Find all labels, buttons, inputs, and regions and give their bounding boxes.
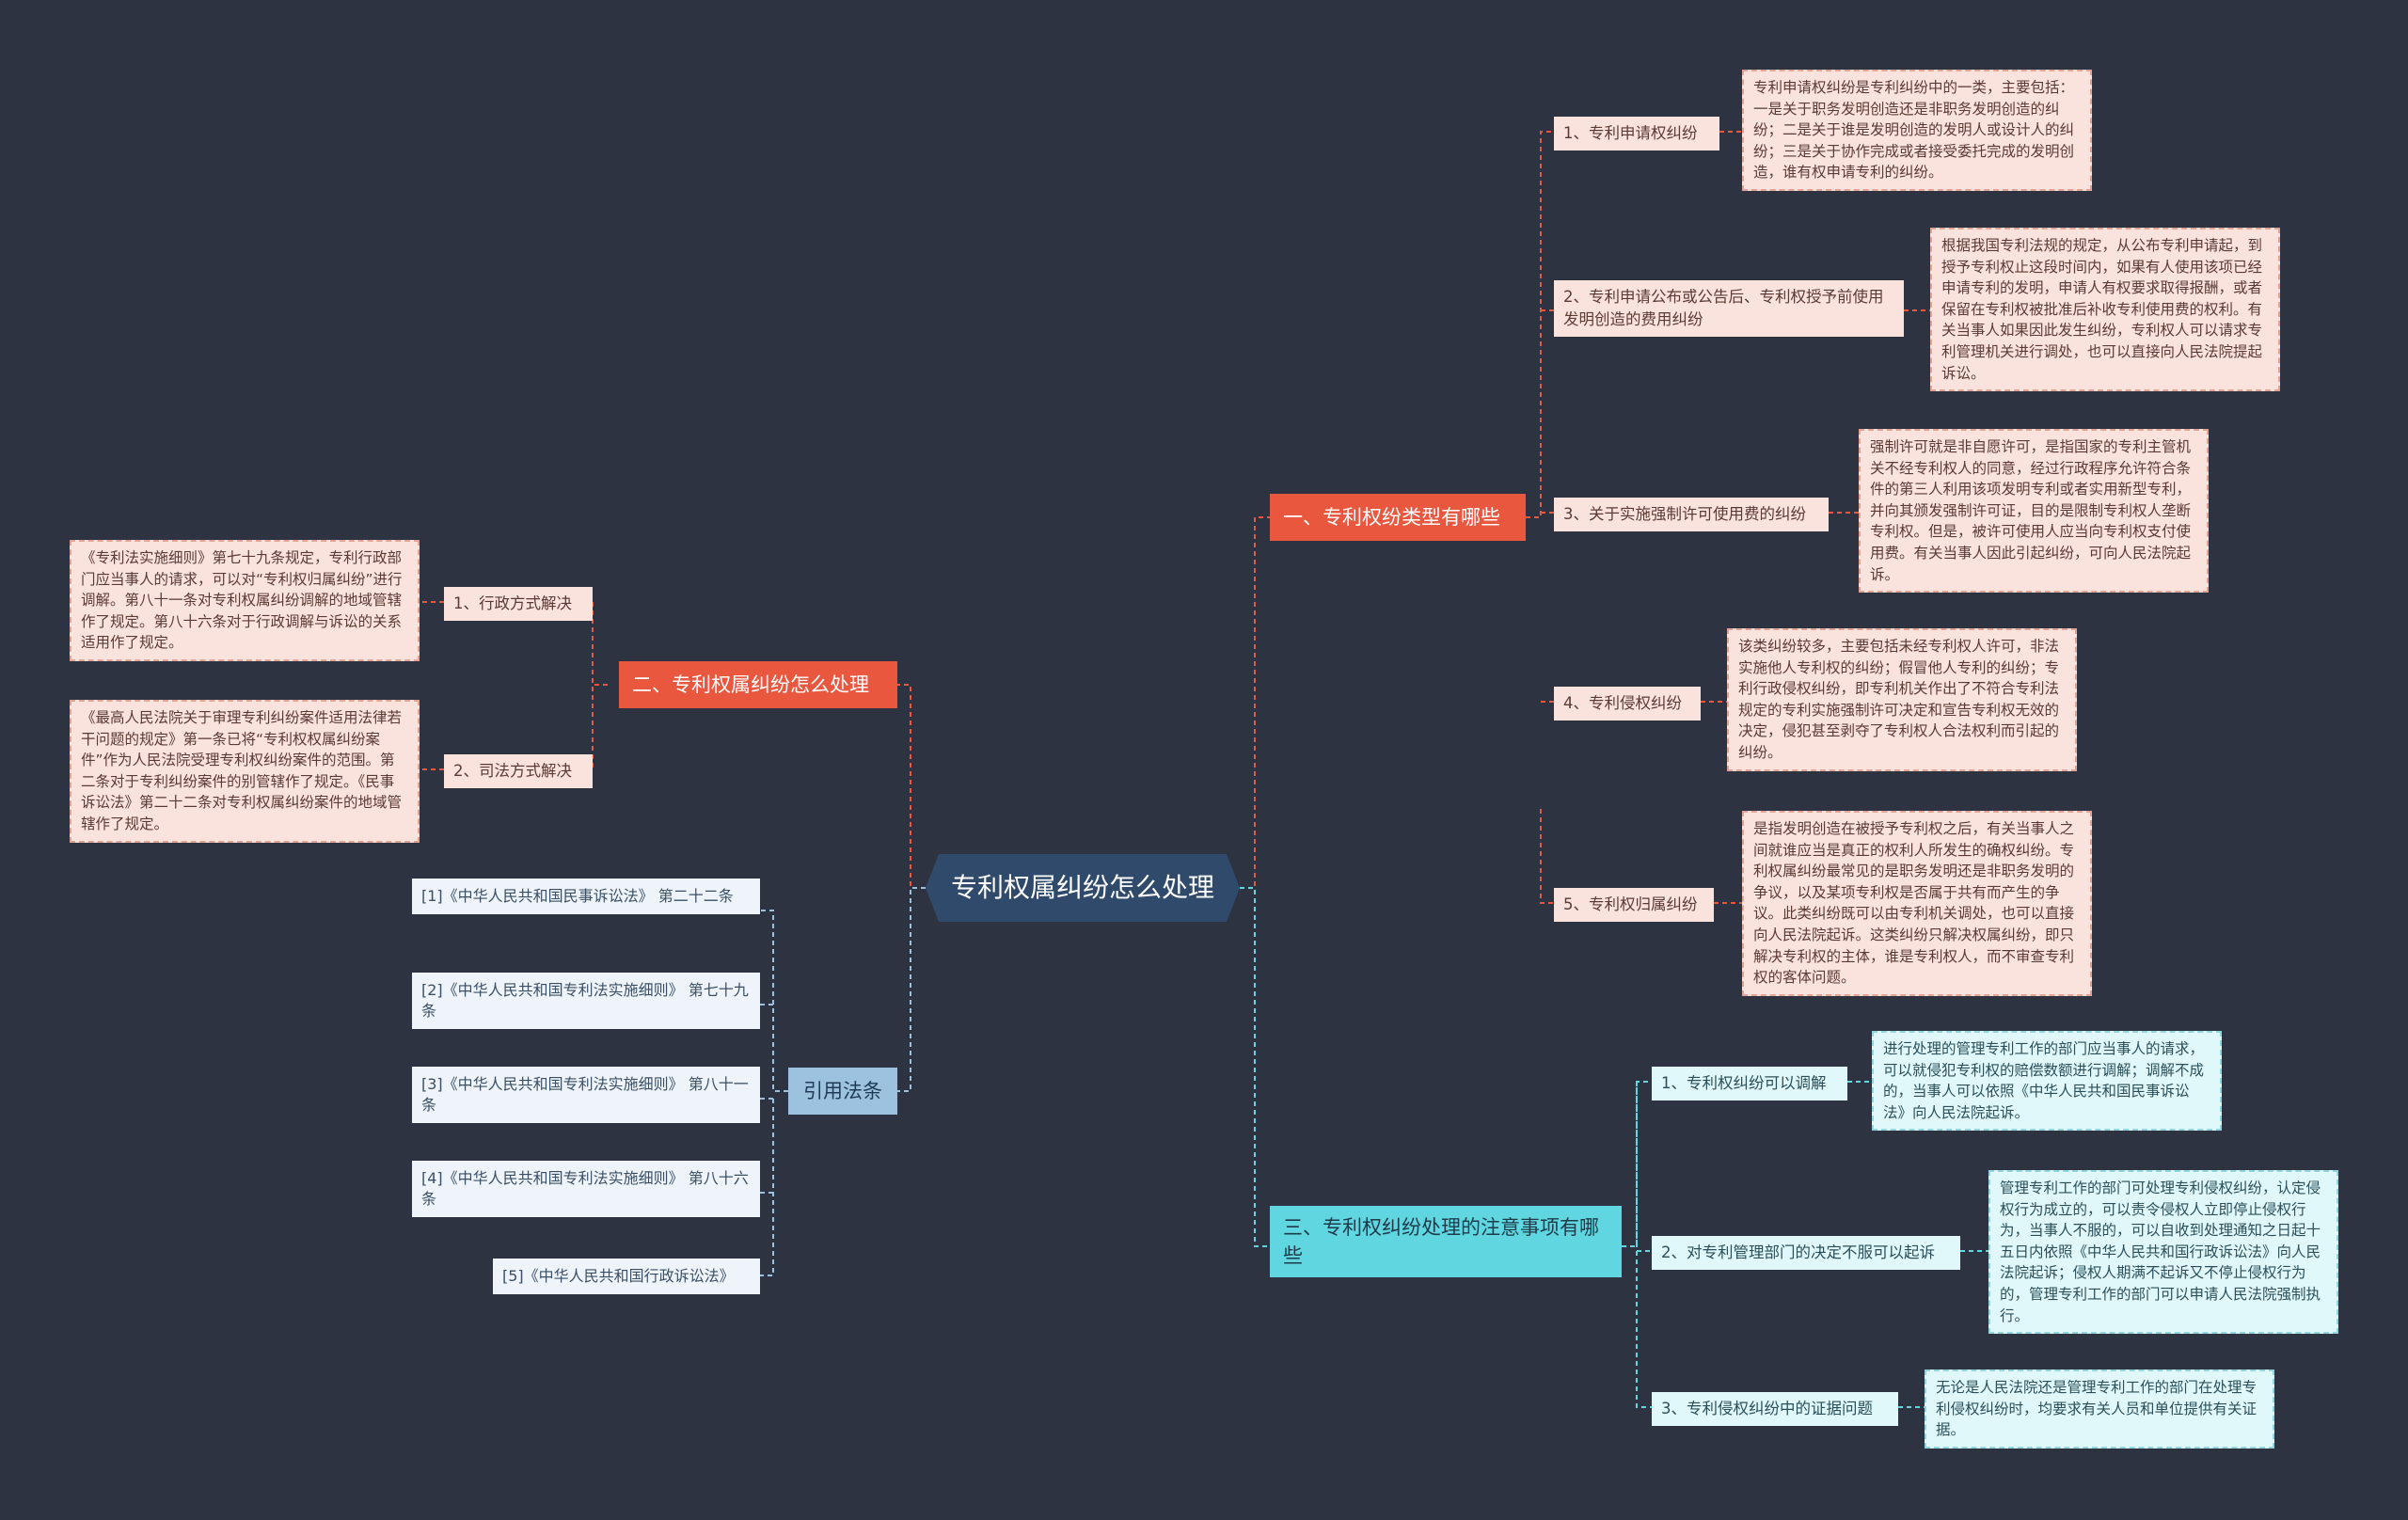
leaf-compulsory-license-detail: 强制许可就是非自愿许可，是指国家的专利主管机关不经专利权人的同意，经过行政程序允… <box>1859 429 2209 594</box>
ref-item[interactable]: [5]《中华人民共和国行政诉讼法》 <box>493 1259 760 1294</box>
sub-infringement-dispute[interactable]: 4、专利侵权纠纷 <box>1554 687 1701 720</box>
branch-how-to-handle[interactable]: 二、专利权属纠纷怎么处理 <box>619 661 897 708</box>
sub-compulsory-license-dispute[interactable]: 3、关于实施强制许可使用费的纠纷 <box>1554 498 1829 531</box>
leaf-mediation-detail: 进行处理的管理专利工作的部门应当事人的请求，可以就侵犯专利权的赔偿数额进行调解；… <box>1872 1031 2222 1132</box>
branch-precautions[interactable]: 三、专利权纠纷处理的注意事项有哪些 <box>1270 1206 1622 1277</box>
ref-item[interactable]: [3]《中华人民共和国专利法实施细则》 第八十一条 <box>412 1067 760 1123</box>
sub-mediation[interactable]: 1、专利权纠纷可以调解 <box>1652 1067 1847 1100</box>
sub-application-right-dispute[interactable]: 1、专利申请权纠纷 <box>1554 117 1719 150</box>
leaf-application-right-detail: 专利申请权纠纷是专利纠纷中的一类，主要包括：一是关于职务发明创造还是非职务发明创… <box>1742 70 2092 191</box>
sub-ownership-dispute[interactable]: 5、专利权归属纠纷 <box>1554 888 1714 922</box>
leaf-appeal-detail: 管理专利工作的部门可处理专利侵权纠纷，认定侵权行为成立的，可以责令侵权人立即停止… <box>1988 1170 2338 1335</box>
sub-usage-fee-dispute[interactable]: 2、专利申请公布或公告后、专利权授予前使用发明创造的费用纠纷 <box>1554 280 1904 337</box>
ref-item[interactable]: [4]《中华人民共和国专利法实施细则》 第八十六条 <box>412 1161 760 1217</box>
sub-administrative-resolution[interactable]: 1、行政方式解决 <box>444 587 593 621</box>
sub-judicial-resolution[interactable]: 2、司法方式解决 <box>444 754 593 788</box>
central-topic[interactable]: 专利权属纠纷怎么处理 <box>926 854 1240 922</box>
leaf-judicial-detail: 《最高人民法院关于审理专利纠纷案件适用法律若干问题的规定》第一条已将“专利权权属… <box>70 700 420 843</box>
leaf-ownership-detail: 是指发明创造在被授予专利权之后，有关当事人之间就谁应当是真正的权利人所发生的确权… <box>1742 811 2092 996</box>
ref-item[interactable]: [1]《中华人民共和国民事诉讼法》 第二十二条 <box>412 879 760 914</box>
ref-item[interactable]: [2]《中华人民共和国专利法实施细则》 第七十九条 <box>412 973 760 1029</box>
leaf-administrative-detail: 《专利法实施细则》第七十九条规定，专利行政部门应当事人的请求，可以对“专利权归属… <box>70 540 420 661</box>
leaf-evidence-detail: 无论是人民法院还是管理专利工作的部门在处理专利侵权纠纷时，均要求有关人员和单位提… <box>1925 1370 2274 1449</box>
sub-appeal-decision[interactable]: 2、对专利管理部门的决定不服可以起诉 <box>1652 1236 1960 1270</box>
branch-patent-dispute-types[interactable]: 一、专利权纷类型有哪些 <box>1270 494 1526 541</box>
branch-cited-laws[interactable]: 引用法条 <box>788 1068 897 1115</box>
leaf-usage-fee-detail: 根据我国专利法规的规定，从公布专利申请起，到授予专利权止这段时间内，如果有人使用… <box>1930 228 2280 392</box>
leaf-infringement-detail: 该类纠纷较多，主要包括未经专利权人许可，非法实施他人专利权的纠纷；假冒他人专利的… <box>1727 628 2077 771</box>
sub-evidence-issue[interactable]: 3、专利侵权纠纷中的证据问题 <box>1652 1392 1898 1426</box>
